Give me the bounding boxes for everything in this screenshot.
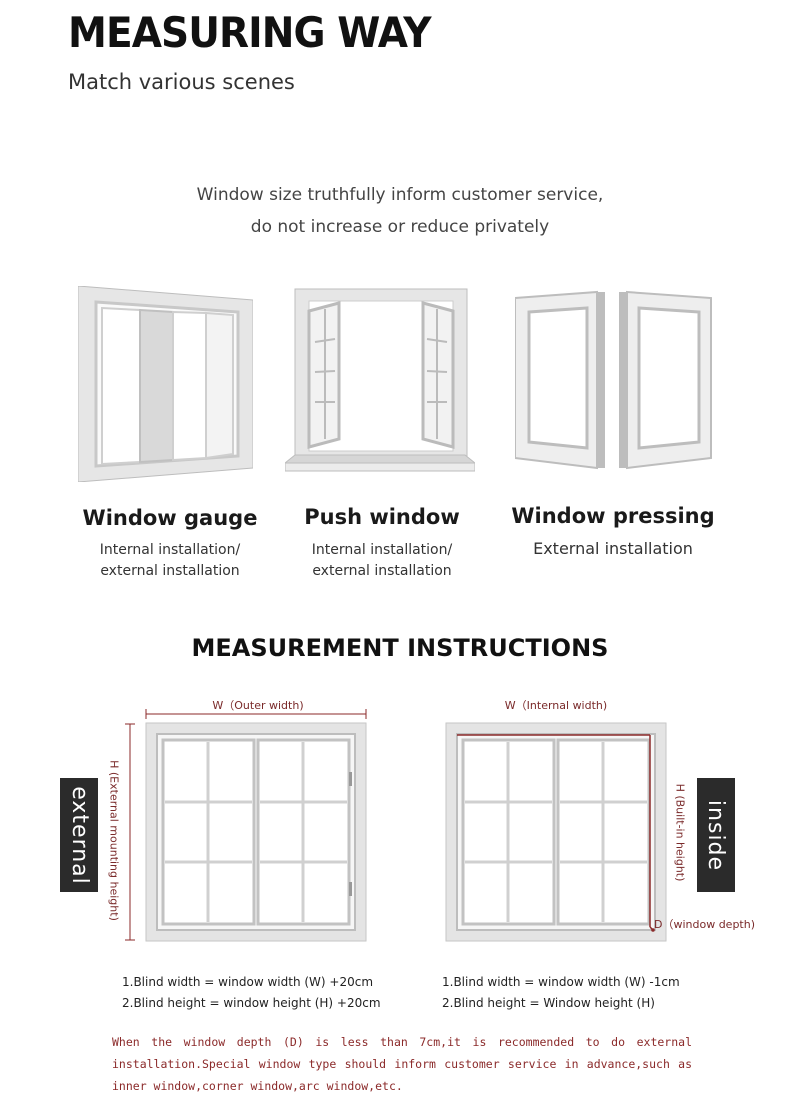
push-window-illustration — [285, 288, 475, 472]
page-subtitle: Match various scenes — [68, 70, 295, 94]
window-gauge-title: Window gauge — [82, 506, 258, 530]
window-gauge-desc-1: Internal installation/ — [99, 542, 241, 558]
external-tag: external — [60, 778, 98, 892]
inside-tag-text: inside — [703, 799, 729, 871]
window-gauge-illustration — [78, 286, 253, 482]
inside-window-diagram — [445, 722, 667, 942]
external-window-diagram — [145, 722, 367, 942]
push-window-title: Push window — [304, 505, 460, 529]
window-pressing-illustration — [515, 290, 712, 470]
notice-line-1: Window size truthfully inform customer s… — [196, 185, 604, 205]
external-formula-2: 2.Blind height = window height (H) +20cm — [122, 996, 381, 1010]
inside-formula-2: 2.Blind height = Window height (H) — [442, 996, 655, 1010]
window-pressing-desc: External installation — [533, 539, 693, 558]
inside-height-label: H (Built-in height) — [673, 783, 687, 882]
external-width-label: W（Outer width) — [212, 699, 304, 712]
page-title: MEASURING WAY — [68, 8, 432, 57]
window-gauge-desc-2: external installation — [100, 563, 240, 579]
external-height-label: H (External mounting height) — [107, 760, 121, 921]
instructions-title: MEASUREMENT INSTRUCTIONS — [191, 634, 609, 662]
inside-depth-label: D（window depth) — [654, 918, 756, 931]
external-width-dimension — [145, 709, 367, 719]
notice-line-2: do not increase or reduce privately — [250, 217, 550, 237]
push-window-desc-1: Internal installation/ — [311, 542, 453, 558]
external-formula-1: 1.Blind width = window width (W) +20cm — [122, 975, 374, 989]
inside-width-label: W（Internal width) — [504, 699, 608, 712]
push-window-desc-2: external installation — [312, 563, 452, 579]
window-pressing-title: Window pressing — [511, 504, 715, 528]
inside-formula-1: 1.Blind width = window width (W) -1cm — [442, 975, 680, 989]
footnote: When the window depth (D) is less than 7… — [112, 1035, 692, 1093]
external-height-dimension — [125, 723, 135, 941]
inside-tag: inside — [697, 778, 735, 892]
external-tag-text: external — [66, 785, 92, 885]
